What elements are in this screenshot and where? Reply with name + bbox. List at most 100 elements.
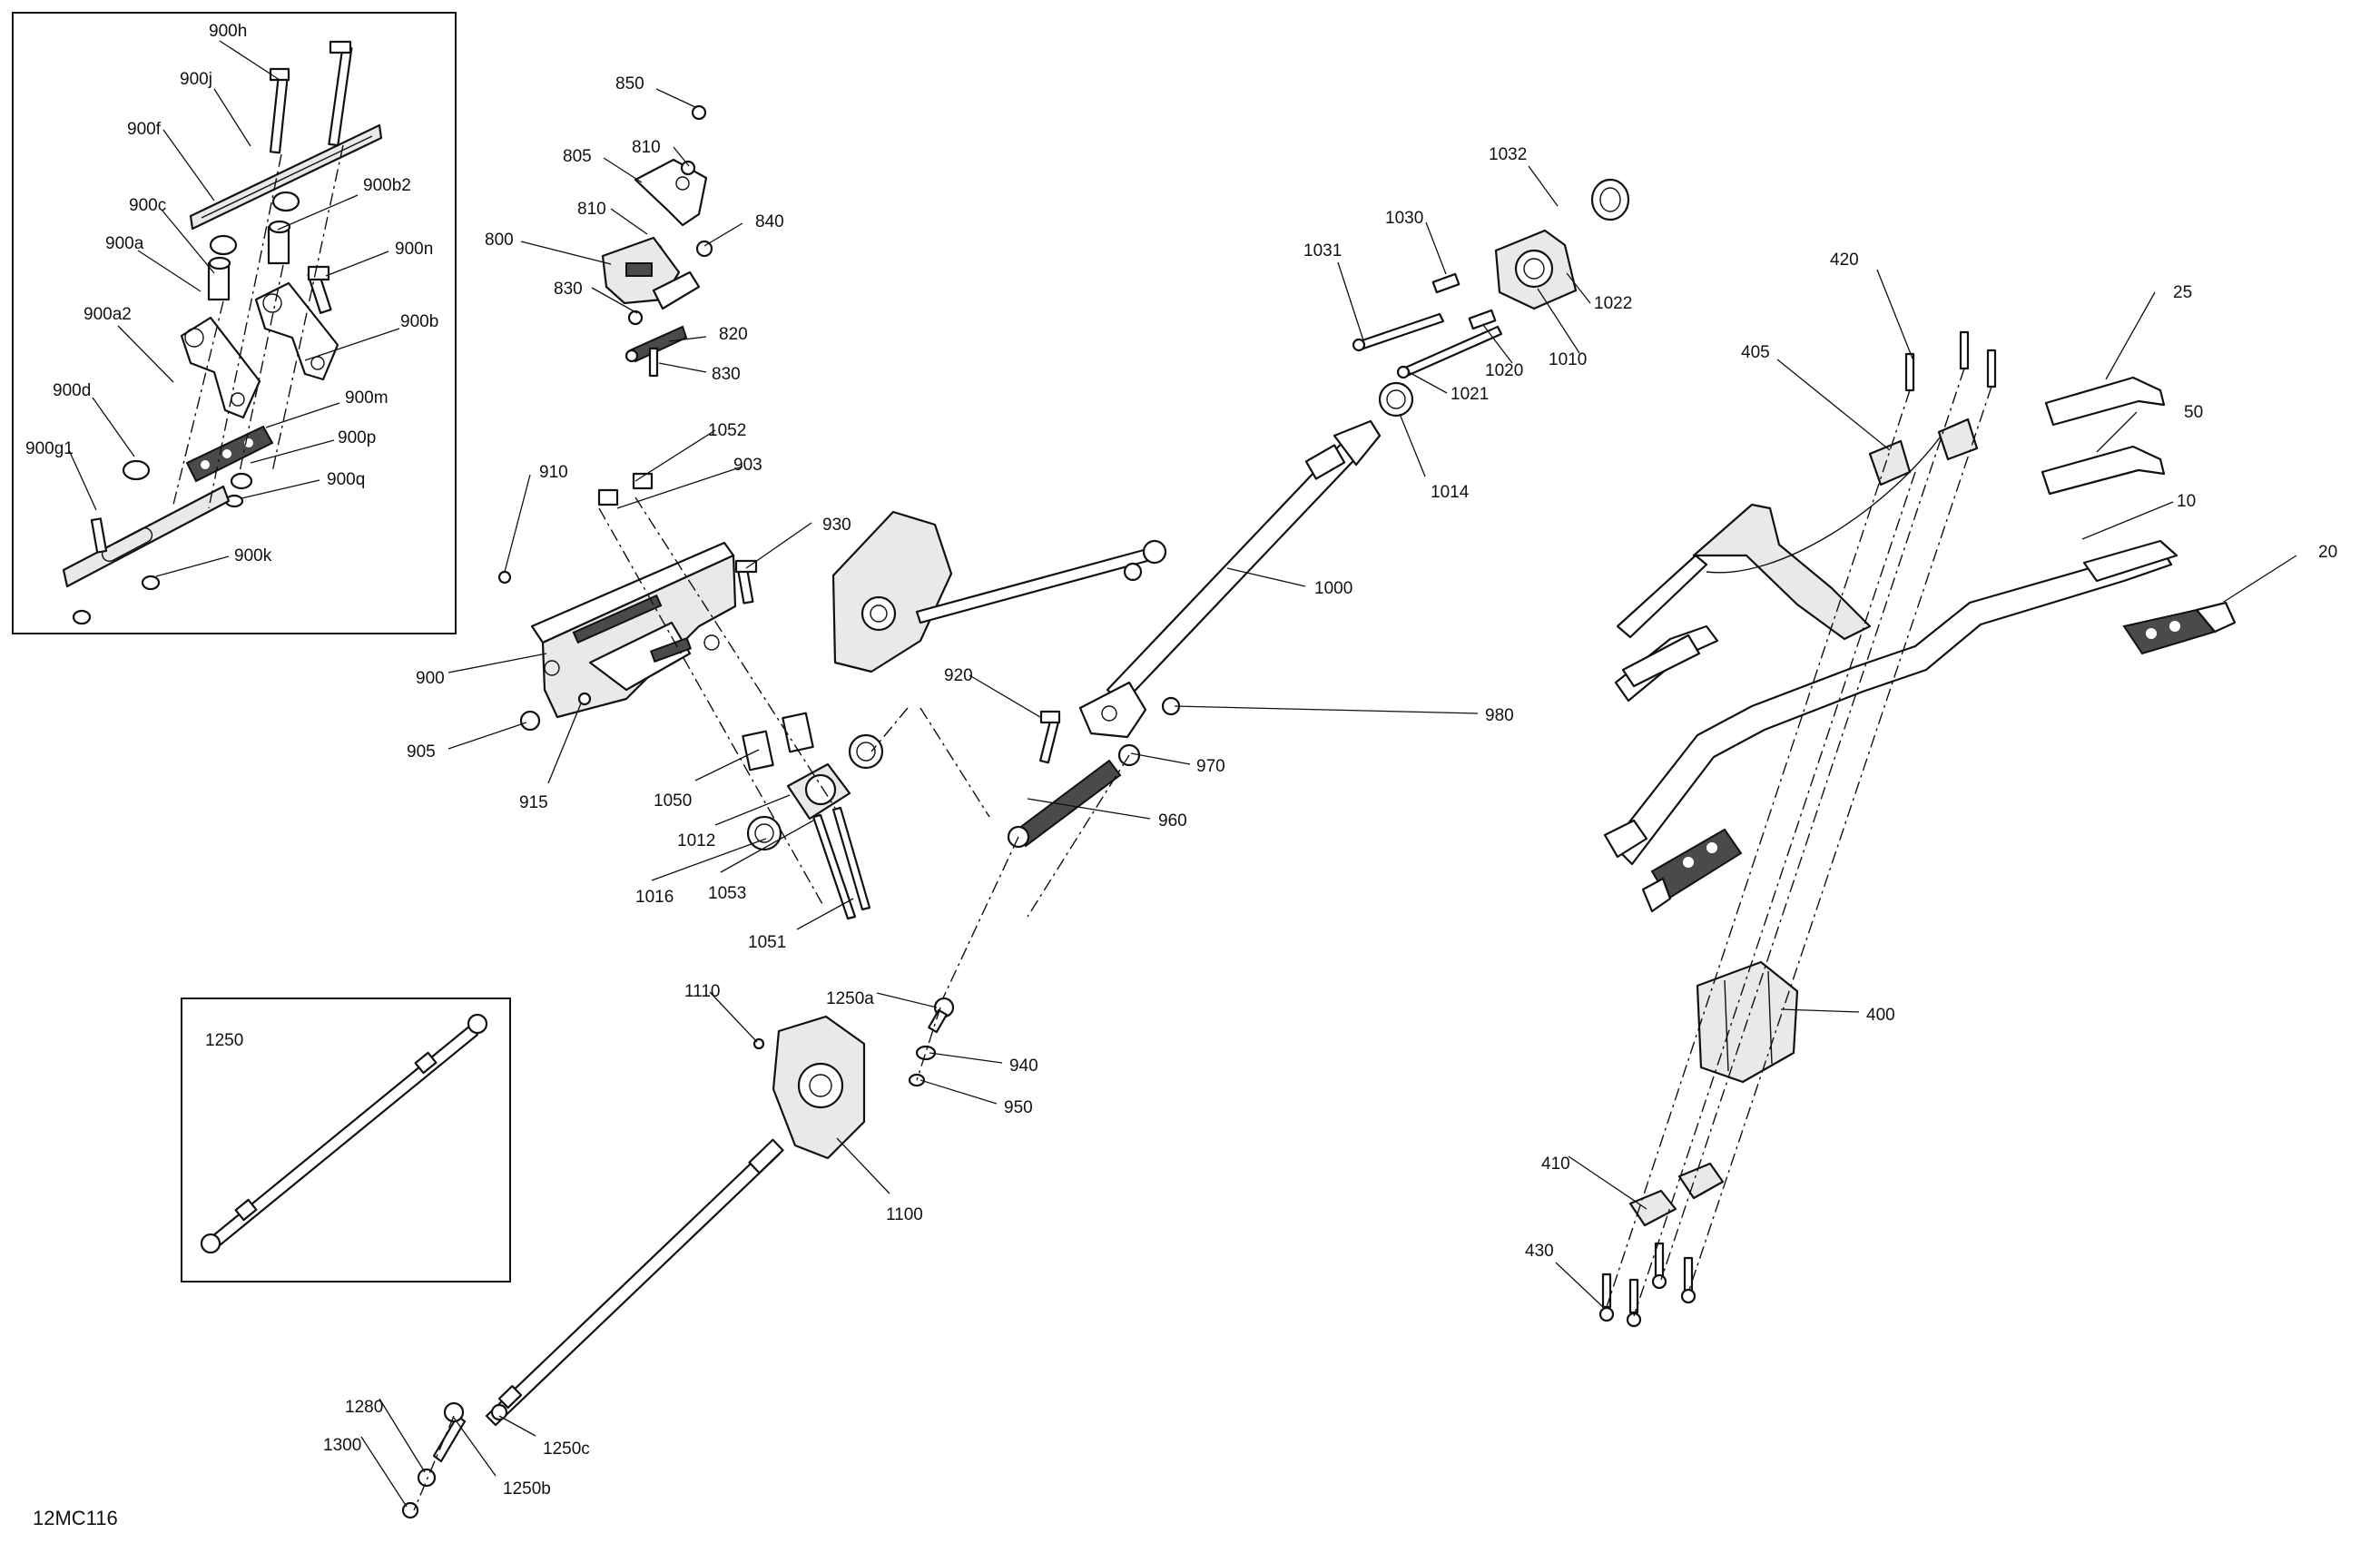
- callout-970: 970: [1196, 757, 1225, 776]
- callout-830-top: 830: [554, 280, 583, 299]
- callout-800: 800: [485, 231, 514, 250]
- callout-1000: 1000: [1314, 579, 1352, 598]
- figure-id: 12MC116: [33, 1507, 118, 1529]
- callout-900: 900: [416, 669, 445, 688]
- callout-420: 420: [1830, 251, 1859, 270]
- callout-900m: 900m: [345, 388, 388, 408]
- callout-1016: 1016: [635, 888, 674, 907]
- frame-900: [530, 541, 737, 719]
- callout-900p: 900p: [338, 428, 376, 447]
- leader-lines: [68, 40, 2297, 1508]
- bolt-930: [734, 559, 758, 604]
- callout-400: 400: [1866, 1006, 1895, 1025]
- lever-bracket: [1692, 433, 1943, 641]
- nuts-910-905-915: [497, 570, 592, 732]
- tube-25: [2044, 376, 2166, 427]
- callout-1030: 1030: [1385, 209, 1423, 228]
- center-lines-handlebar: [1606, 368, 1992, 1317]
- callout-900a: 900a: [105, 234, 144, 253]
- callout-25: 25: [2173, 283, 2192, 302]
- grip-20: [2122, 601, 2237, 655]
- callout-1021: 1021: [1451, 385, 1489, 404]
- bolts-430: [1598, 1242, 1696, 1328]
- bolt-920: [1039, 710, 1061, 764]
- bushing-1032: [1590, 178, 1630, 221]
- callout-1020: 1020: [1485, 361, 1523, 380]
- link-960: [1007, 743, 1141, 849]
- callout-900n: 900n: [395, 240, 433, 259]
- callout-900b2: 900b2: [363, 176, 411, 195]
- callout-1022: 1022: [1594, 294, 1632, 313]
- callout-900d: 900d: [53, 381, 91, 400]
- center-lines-frame: [598, 496, 909, 905]
- callout-915: 915: [519, 793, 548, 812]
- callout-900a2: 900a2: [84, 305, 132, 324]
- callout-405: 405: [1741, 343, 1770, 362]
- callout-900f: 900f: [127, 120, 162, 139]
- callout-810-top: 810: [632, 138, 661, 157]
- spacers-900c-900b2: [207, 191, 300, 301]
- callout-850: 850: [615, 74, 644, 93]
- callout-1100: 1100: [886, 1205, 923, 1224]
- center-lines-lower: [413, 1007, 941, 1511]
- inset-rod-1250: [200, 1013, 488, 1254]
- nuts-900k-bottom: [72, 575, 161, 625]
- callout-1280: 1280: [345, 1398, 383, 1417]
- bolt-900h: [269, 67, 290, 154]
- callout-820: 820: [719, 325, 748, 344]
- callout-1014: 1014: [1431, 483, 1470, 502]
- ring-1014: [1378, 381, 1414, 418]
- part-drawings: [62, 40, 2237, 1519]
- callout-900c: 900c: [129, 196, 166, 215]
- bolt-900g1: [90, 517, 108, 554]
- callout-1053: 1053: [708, 884, 746, 903]
- upper-clamp-900f: [189, 123, 383, 231]
- inset-label-1250: 1250: [205, 1031, 243, 1050]
- callout-900h: 900h: [209, 22, 247, 41]
- callout-1051: 1051: [748, 933, 786, 952]
- bracket-805: [634, 158, 708, 227]
- callout-940: 940: [1009, 1057, 1038, 1076]
- callout-805: 805: [563, 147, 592, 166]
- link-820: [625, 325, 688, 363]
- callout-980: 980: [1485, 706, 1514, 725]
- rings-1016-1053: [746, 733, 884, 851]
- washers-900d-900p-900q: [122, 459, 253, 508]
- lower-clamp-900k: [62, 485, 231, 588]
- bolts-1051: [811, 806, 871, 920]
- gear-cover-930: [831, 510, 953, 673]
- tie-rod-upper: [915, 539, 1167, 624]
- center-lines-900: [172, 144, 344, 509]
- callout-910: 910: [539, 463, 568, 482]
- callout-1300: 1300: [323, 1436, 361, 1455]
- callout-1031: 1031: [1303, 241, 1342, 260]
- bushings-1052-903: [597, 472, 654, 506]
- clamps-410: [1628, 1162, 1725, 1227]
- ball-joint-1250a: [928, 997, 955, 1034]
- callout-10: 10: [2177, 492, 2196, 511]
- callout-1110: 1110: [684, 982, 720, 1001]
- bolt-1031: [1352, 312, 1445, 352]
- callout-20: 20: [2318, 543, 2337, 562]
- inset-box-1250: [181, 998, 511, 1283]
- callout-900k: 900k: [234, 546, 272, 565]
- switch-800: [601, 236, 701, 310]
- callout-410: 410: [1541, 1155, 1570, 1174]
- callout-1010: 1010: [1549, 350, 1587, 369]
- callout-905: 905: [407, 742, 436, 762]
- bracket-900a2: [180, 316, 261, 419]
- callout-1032: 1032: [1489, 145, 1527, 164]
- callout-1050: 1050: [654, 791, 692, 811]
- callout-900g1: 900g1: [25, 439, 74, 458]
- callout-900b: 900b: [400, 312, 438, 331]
- callout-950: 950: [1004, 1098, 1033, 1117]
- callout-labels: 900h 900j 900f 900c 900b2 900a 900n 900a…: [25, 22, 2337, 1529]
- callout-900j: 900j: [180, 70, 212, 89]
- callout-960: 960: [1158, 811, 1187, 830]
- callout-903: 903: [733, 456, 762, 475]
- handlebar-tube-left: [1614, 554, 1719, 703]
- mount-405-420: [1868, 330, 1997, 486]
- callout-1250a: 1250a: [826, 989, 874, 1008]
- callout-810-mid: 810: [577, 200, 606, 219]
